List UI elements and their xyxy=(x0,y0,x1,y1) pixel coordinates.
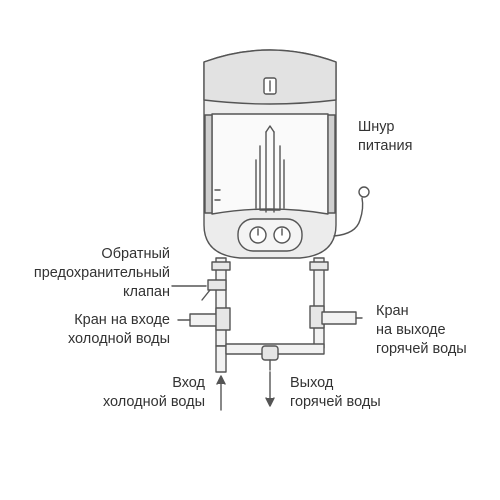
water-heater-tank xyxy=(203,49,337,259)
hot-outlet-tap-label: Кран на выходе горячей воды xyxy=(376,303,467,357)
plug-icon xyxy=(358,186,370,198)
cold-inlet-label: Вход холодной воды xyxy=(102,375,205,410)
power-cord xyxy=(333,186,370,237)
cold-inlet-tap-label: Кран на входе холодной воды xyxy=(67,312,170,347)
hot-outlet-label: Выход горячей воды xyxy=(290,375,381,410)
heating-element xyxy=(214,125,285,213)
control-panel xyxy=(237,218,303,252)
hot-outlet-pipe xyxy=(309,257,357,349)
cold-inlet-arrow xyxy=(216,375,226,411)
power-cord-label: Шнур питания xyxy=(358,119,413,154)
check-valve-label: Обратный предохранительный клапан xyxy=(33,246,170,300)
hot-outlet-arrow xyxy=(265,371,275,407)
bypass-line xyxy=(225,343,325,371)
cold-inlet-pipe xyxy=(189,257,231,373)
